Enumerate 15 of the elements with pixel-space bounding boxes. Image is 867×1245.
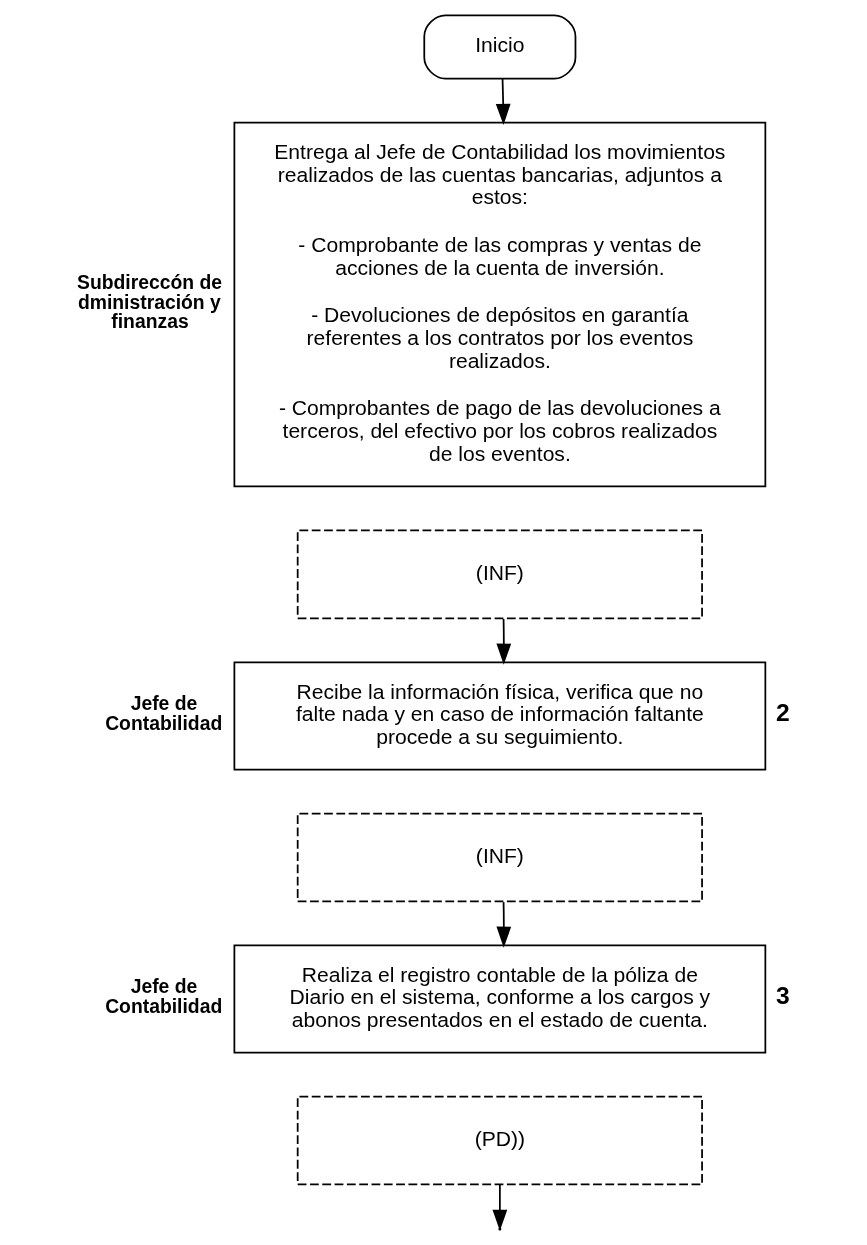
node-label: Jefe de Contabilidad bbox=[105, 976, 223, 1017]
node-label: Jefe de Contabilidad bbox=[105, 693, 223, 734]
node-box: Inicio bbox=[423, 14, 577, 80]
node-box: Entrega al Jefe de Contabilidad los movimientos realizados de las cuentas bancarias, adjuntos a estos: - Comprobante de las compras y ventas de acciones de la cuenta de inversión. - Devoluciones de depósitos en garantía referentes a los contratos por los eventos realizados. - Comprobantes de pago de las devoluciones a terceros, del efectivo por los cobros realizados de los eventos. bbox=[233, 121, 767, 488]
node-box: Realiza el registro contable de la póliza de Diario en el sistema, conforme a los cargos y abonos presentados en el estado de cuenta. bbox=[233, 944, 767, 1054]
node-box: (INF) bbox=[296, 812, 703, 903]
node-label: Subdireccón de dministración y finanzas bbox=[77, 272, 223, 332]
node-label: 3 bbox=[775, 981, 790, 1009]
node-box: (INF) bbox=[296, 529, 703, 620]
arrow bbox=[495, 77, 511, 126]
arrow bbox=[496, 618, 512, 665]
node-label: 2 bbox=[775, 698, 790, 726]
node-box: (PD)) bbox=[296, 1095, 703, 1186]
arrow bbox=[496, 901, 512, 948]
node-box: Recibe la información física, verifica que no falte nada y en caso de información faltante procede a su seguimiento. bbox=[233, 661, 767, 771]
